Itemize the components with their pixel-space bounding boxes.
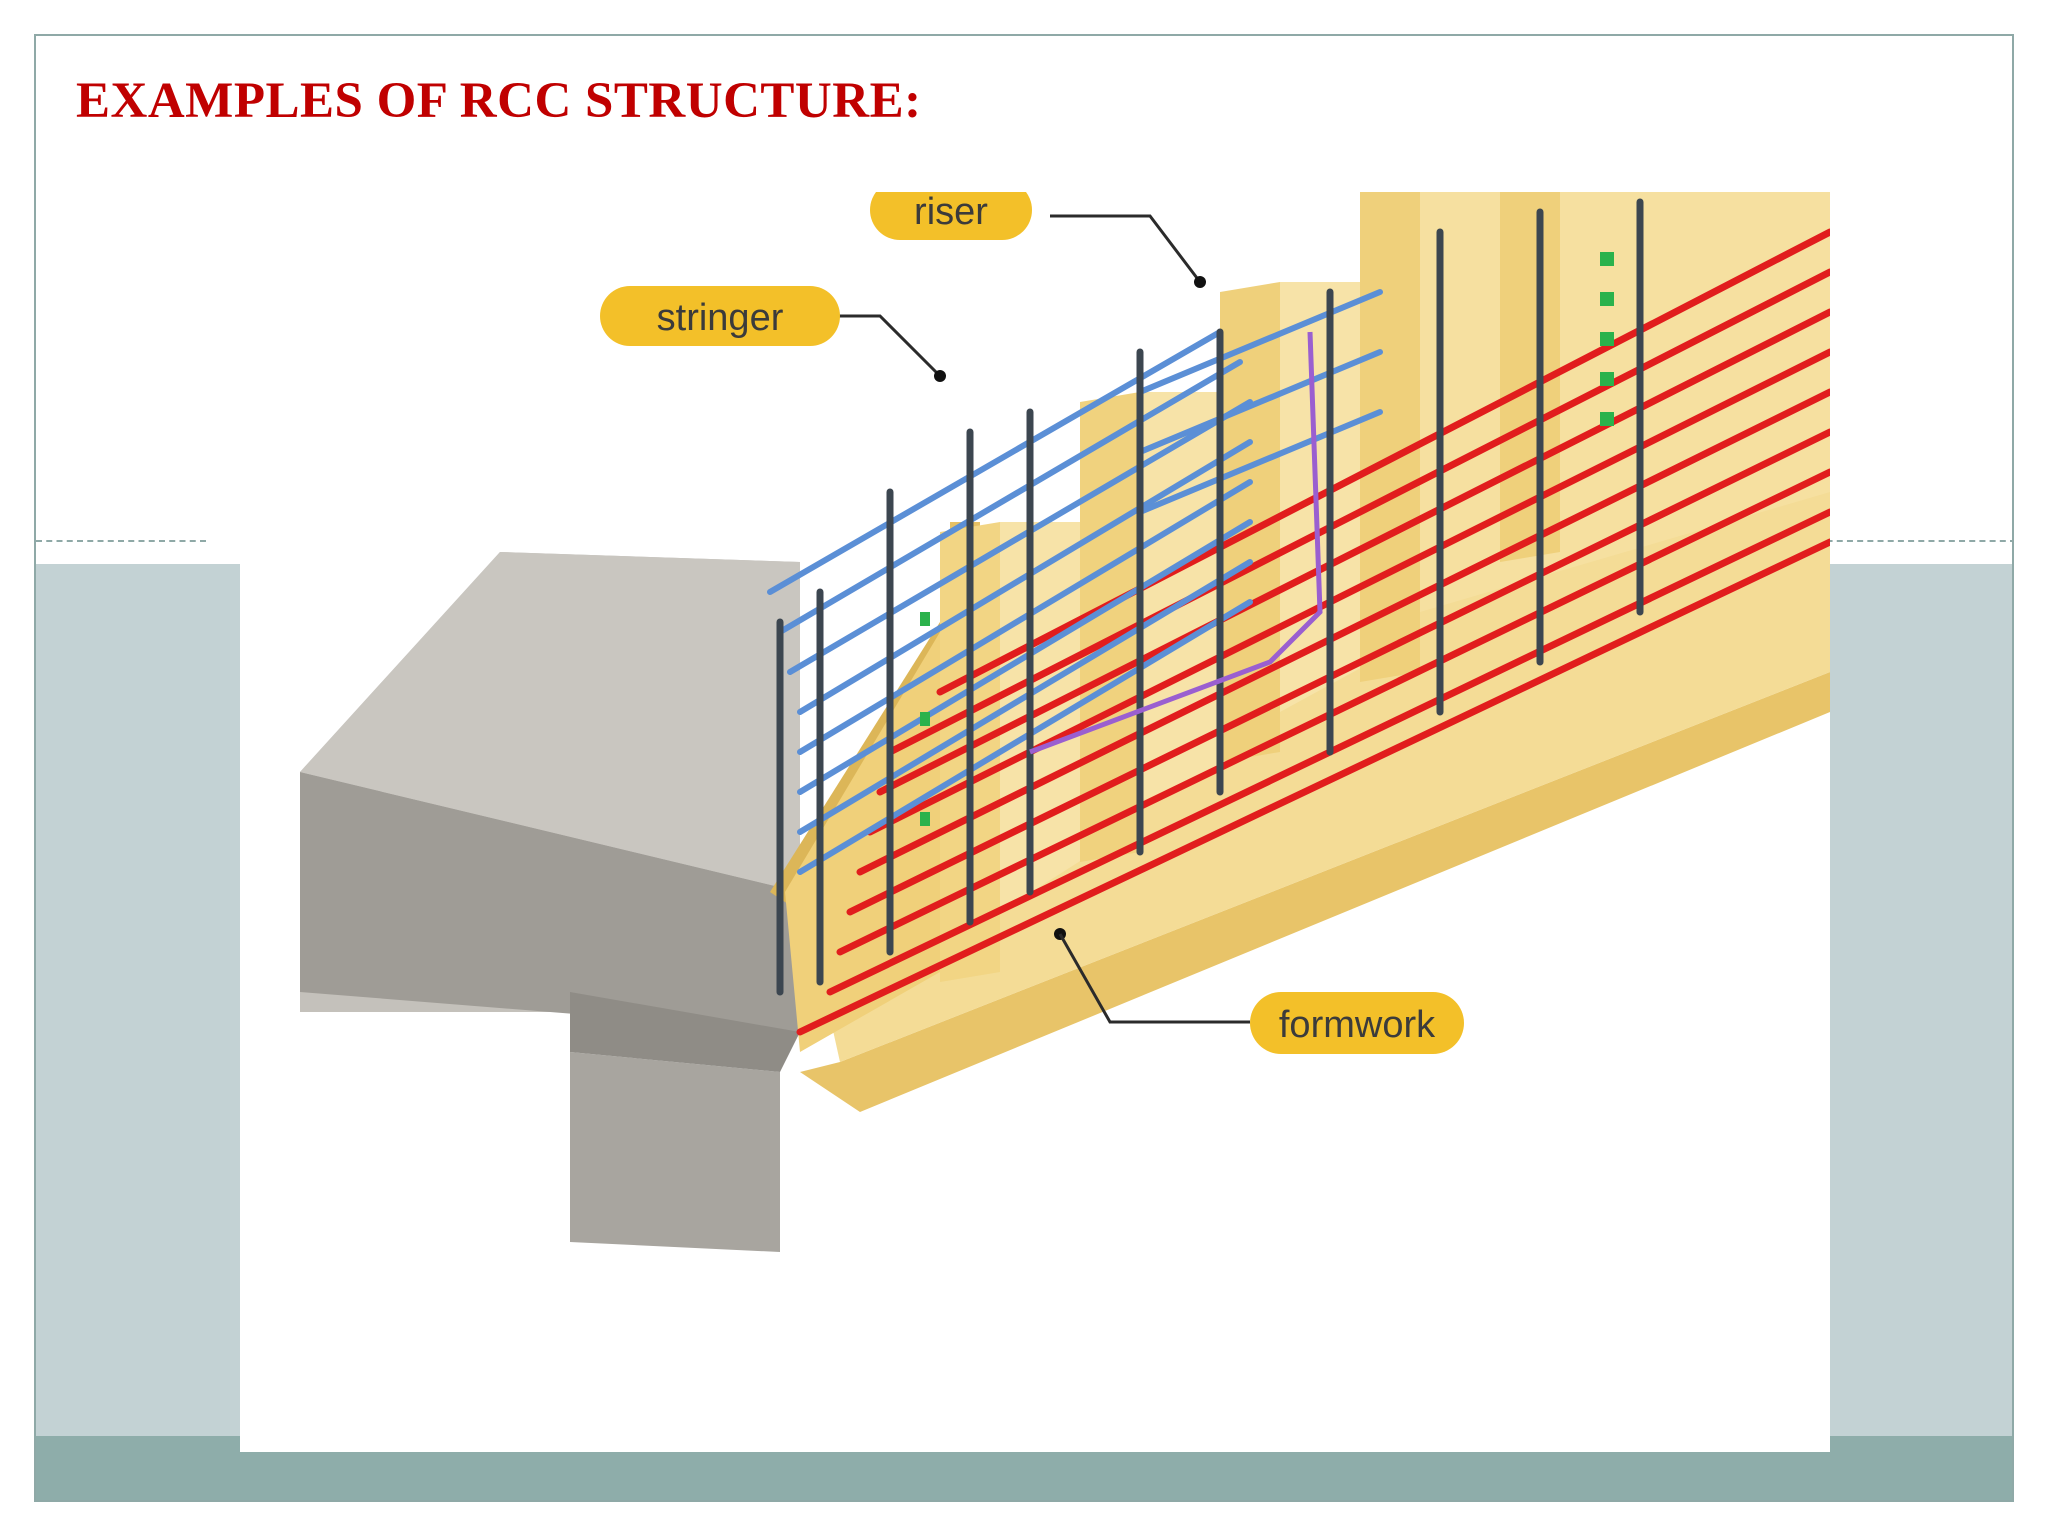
staircase-diagram: riser stringer formwork	[300, 192, 1830, 1252]
concrete-landing	[300, 552, 800, 1252]
main-rebars	[796, 228, 1830, 1036]
bent-bar	[1029, 331, 1323, 755]
label-formwork: formwork	[1279, 1004, 1436, 1046]
label-stringer: stringer	[657, 297, 784, 339]
callout-riser: riser	[870, 192, 1206, 288]
slide-frame: EXAMPLES OF RCC STRUCTURE:	[34, 34, 2014, 1502]
bar-chairs	[920, 252, 1614, 826]
callout-formwork: formwork	[1054, 928, 1464, 1054]
divider-right	[1796, 540, 2012, 542]
divider-left	[36, 540, 206, 542]
rcc-staircase-illustration: riser stringer formwork	[240, 192, 1830, 1452]
label-riser: riser	[914, 192, 988, 233]
callout-stringer: stringer	[600, 286, 946, 382]
vertical-rebars	[776, 198, 1644, 996]
slide-title: EXAMPLES OF RCC STRUCTURE:	[76, 73, 922, 129]
distribution-rebars	[767, 289, 1383, 875]
